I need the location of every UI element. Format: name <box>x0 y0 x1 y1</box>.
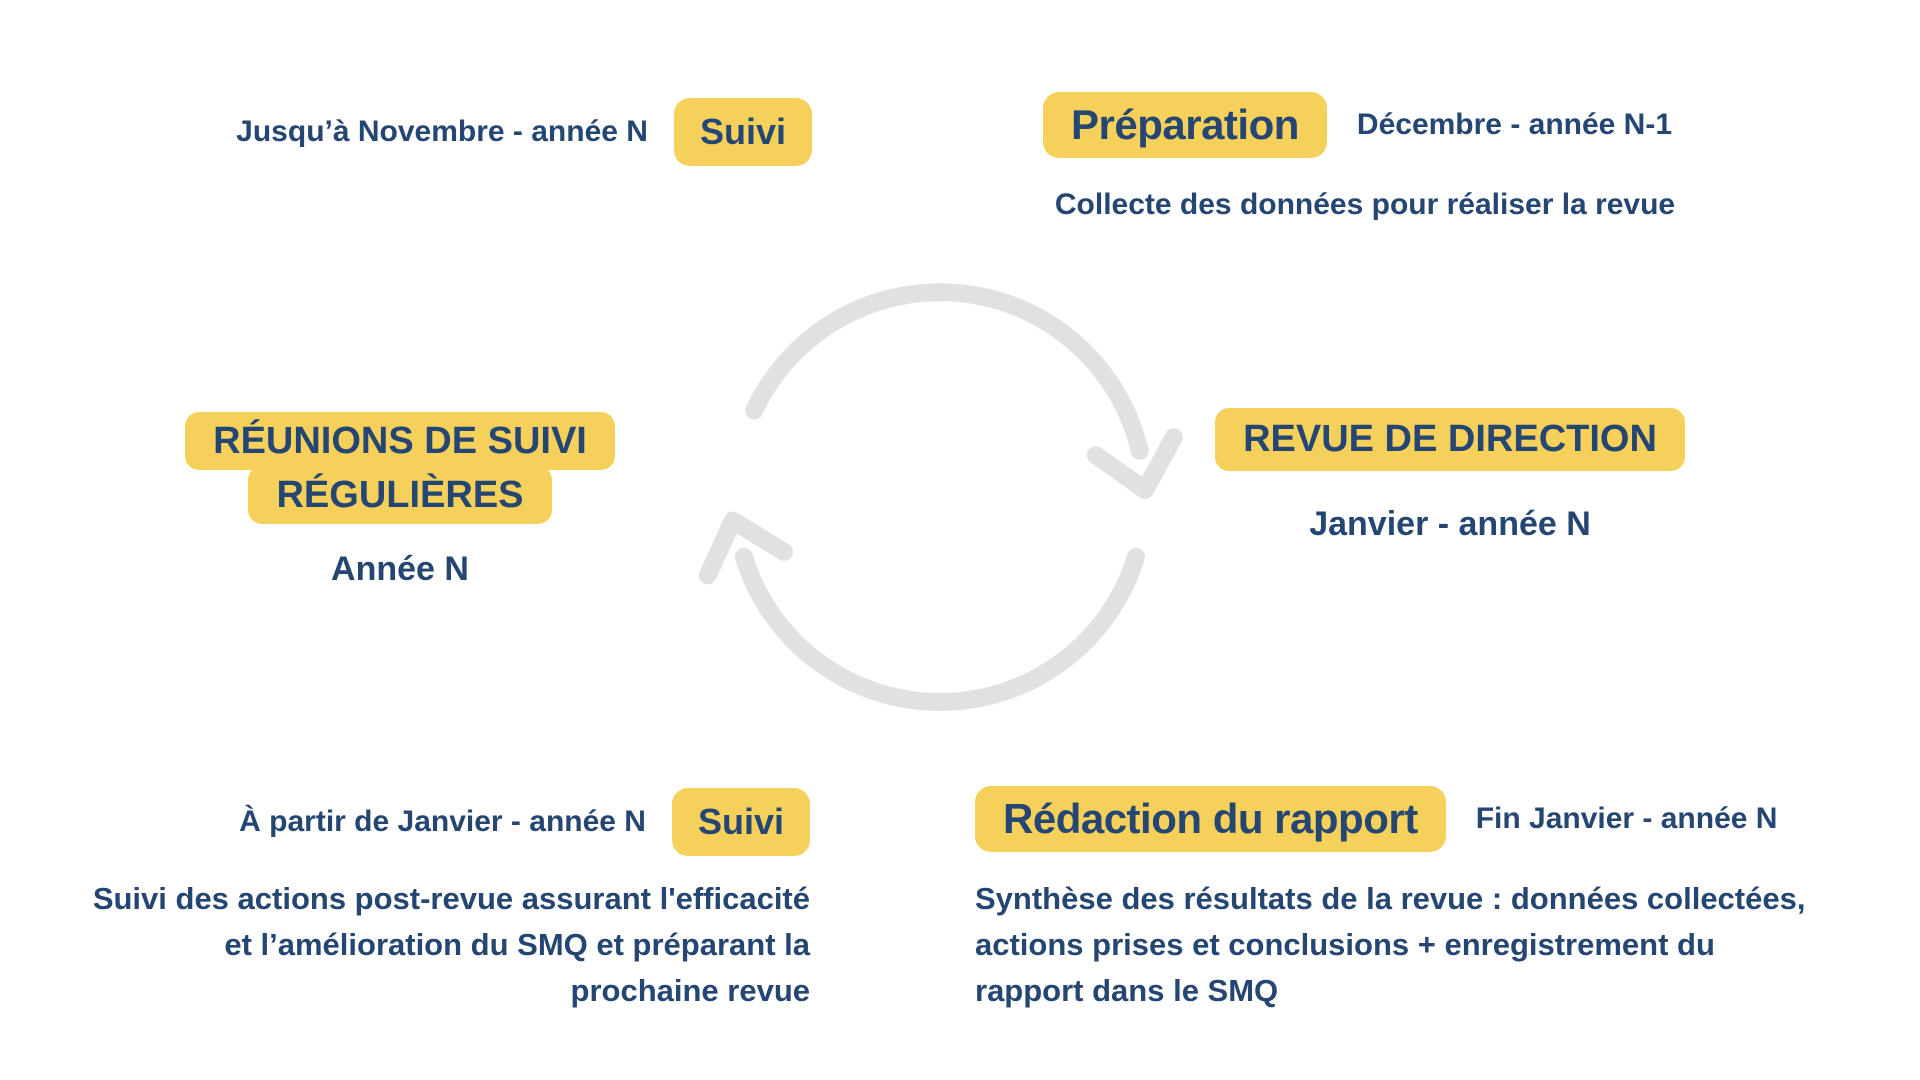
step-redaction-rapport: Rédaction du rapport Fin Janvier - année… <box>975 786 1777 852</box>
step-suivi-bottom: À partir de Janvier - année N Suivi <box>40 788 810 856</box>
description-line: Synthèse des résultats de la revue : don… <box>975 881 1806 916</box>
date-label: À partir de Janvier - année N <box>239 805 646 838</box>
date-label: Fin Janvier - année N <box>1475 802 1778 835</box>
revue-direction-title: REVUE DE DIRECTION <box>1215 408 1685 471</box>
step-suivi-top: Jusqu’à Novembre - année N Suivi <box>100 98 812 166</box>
description-line: prochaine revue <box>570 972 810 1008</box>
preparation-badge: Préparation <box>1043 92 1327 158</box>
redaction-description: Synthèse des résultats de la revue : don… <box>975 876 1920 1014</box>
reunions-title-line1: RÉUNIONS DE SUIVI <box>185 412 615 470</box>
suivi-badge: Suivi <box>671 788 810 856</box>
step-reunions-de-suivi: RÉUNIONS DE SUIVI RÉGULIÈRES Année N <box>120 412 680 589</box>
description-line: actions prises et conclusions + enregist… <box>975 926 1715 962</box>
suivi-badge: Suivi <box>673 98 812 166</box>
redaction-badge: Rédaction du rapport <box>975 786 1446 852</box>
description-line: et l’amélioration du SMQ et préparant la <box>224 926 810 962</box>
preparation-description: Collecte des données pour réaliser la re… <box>1054 188 1676 221</box>
reunions-title-line2: RÉGULIÈRES <box>248 466 552 524</box>
date-label: Janvier - année N <box>1309 505 1591 543</box>
suivi-description: Suivi des actions post-revue assurant l'… <box>40 876 810 1014</box>
cycle-arrows-icon <box>698 283 1183 711</box>
step-preparation: Préparation Décembre - année N-1 <box>1043 92 1672 158</box>
date-label: Décembre - année N-1 <box>1356 108 1673 141</box>
date-label: Année N <box>331 550 469 588</box>
date-label: Jusqu’à Novembre - année N <box>236 115 648 148</box>
description-line: rapport dans le SMQ <box>975 972 1279 1008</box>
description-line: Suivi des actions post-revue assurant l'… <box>92 881 810 916</box>
step-revue-de-direction: REVUE DE DIRECTION Janvier - année N <box>1190 408 1710 544</box>
